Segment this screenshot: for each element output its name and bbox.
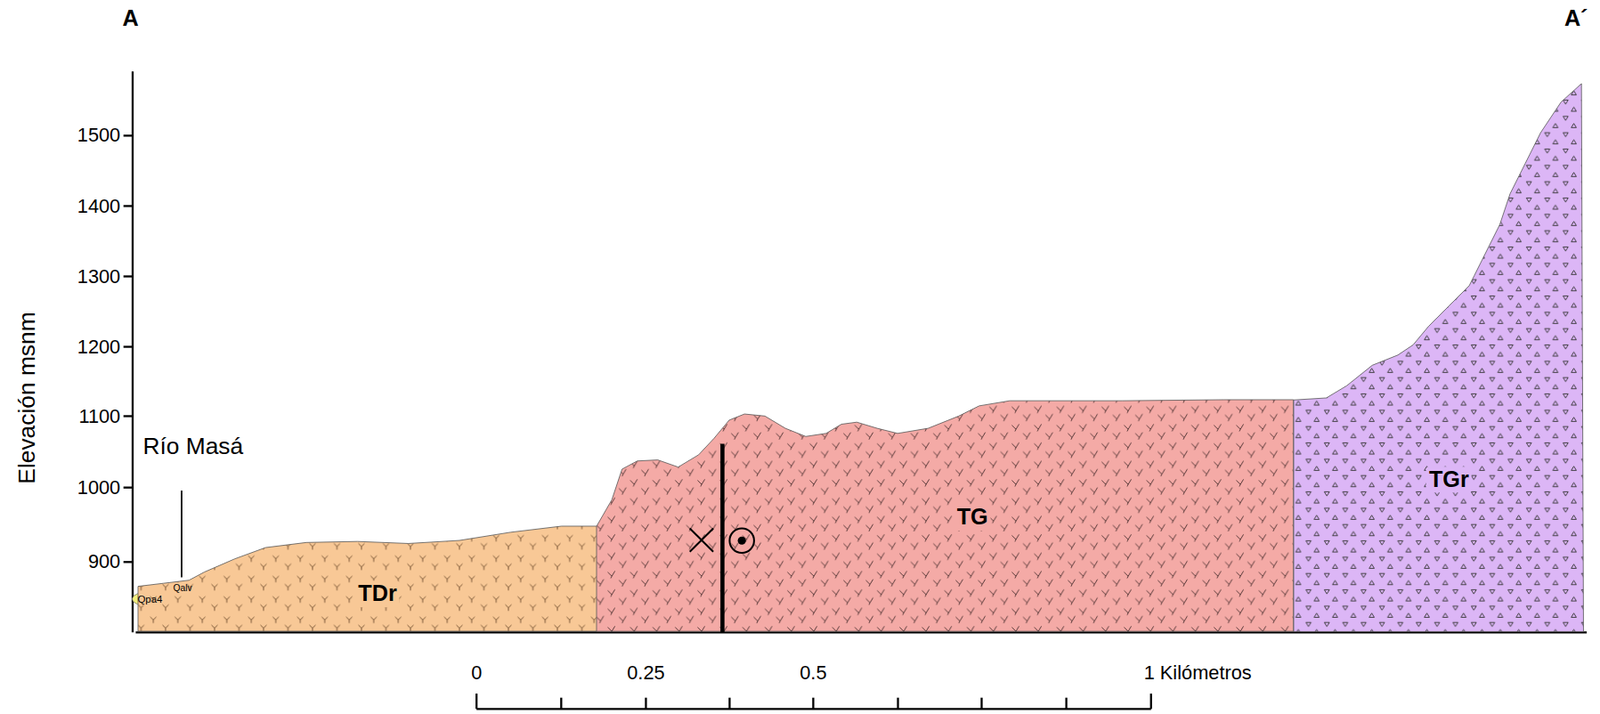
axis-ticks	[123, 135, 133, 562]
rock-unit: TGr	[1293, 83, 1584, 632]
unit-label: TDr	[355, 580, 399, 608]
elevation-axis	[131, 71, 134, 633]
unit-label: Qalv	[173, 584, 193, 594]
tick-label: 1500	[77, 124, 121, 147]
fault-line	[720, 443, 725, 633]
tick-label: 1200	[77, 336, 121, 358]
river-label: Río Masá	[142, 432, 244, 459]
scale-label: 0	[471, 662, 482, 684]
unit-outline	[596, 399, 1294, 632]
tick-label: 900	[88, 551, 121, 573]
scale-label: 0.5	[799, 662, 827, 684]
tick-label: 1300	[77, 266, 121, 288]
leader-line	[180, 490, 183, 577]
unit-label: Qpa4	[137, 592, 163, 605]
tick-label: 1400	[77, 195, 121, 218]
tick-label: 1100	[78, 406, 121, 428]
tick-label: 1000	[77, 477, 121, 499]
rock-unit: TDr	[138, 526, 598, 632]
deposit-unit: Qpa4	[131, 591, 168, 608]
scale-label: 1 Kilómetros	[1144, 662, 1252, 684]
unit-label: TG	[954, 503, 991, 531]
unit-label: TGr	[1426, 466, 1472, 494]
unit-outline	[1293, 83, 1584, 632]
scale-bar	[476, 693, 1152, 709]
section-end-label: A´	[1564, 6, 1589, 32]
scale-label: 0.25	[626, 662, 665, 684]
rock-unit: TG	[596, 399, 1294, 632]
unit-outline	[138, 526, 598, 632]
section-end-label: A	[122, 6, 139, 32]
axis-title: Elevación msnm	[13, 311, 40, 484]
